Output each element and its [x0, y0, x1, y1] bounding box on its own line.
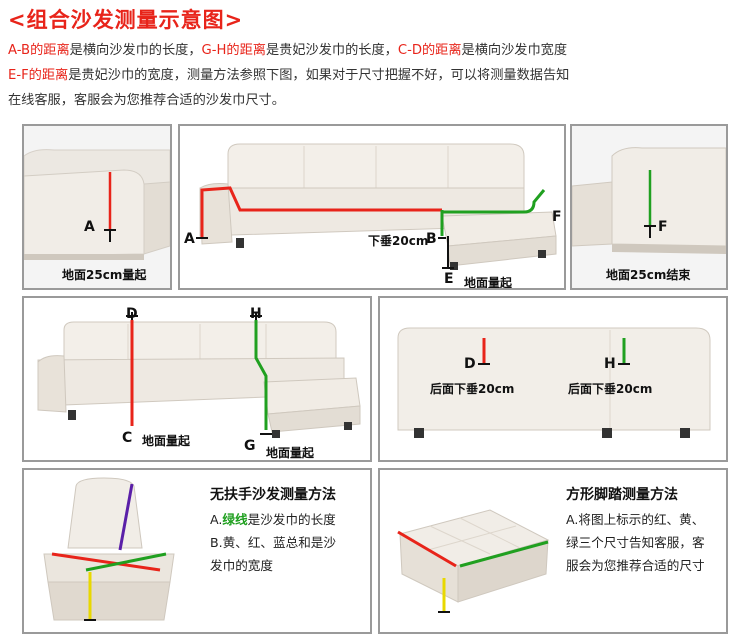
armless-line-1-prefix: A. — [210, 512, 223, 527]
sofa-width-illustration — [37, 312, 361, 438]
ottoman-line-2: 绿三个尺寸告知客服，客 — [566, 535, 705, 550]
intro-ef-desc: 是贵妃沙巾的宽度，测量方法参照下图，如果对于尺寸把握不好，可以将测量数据告知 — [68, 68, 570, 83]
label-h: H — [250, 306, 262, 322]
armless-method-title: 无扶手沙发测量方法 — [210, 487, 336, 503]
sofa-arm-illustration — [24, 126, 170, 288]
ottoman-method-text: A.将图上标示的红、黄、 绿三个尺寸告知客服，客 服会为您推荐合适的尺寸 — [566, 508, 726, 577]
g-floor-caption: 地面量起 — [266, 446, 315, 460]
ottoman-line-3: 服会为您推荐合适的尺寸 — [566, 558, 705, 573]
ottoman-method-title: 方形脚踏测量方法 — [566, 487, 678, 503]
label-b: B — [426, 231, 437, 247]
label-e: E — [444, 271, 454, 287]
armless-chair-illustration — [43, 477, 175, 621]
floor-25cm-caption: 地面25cm量起 — [62, 268, 147, 282]
panel-arm-left: A 地面25cm量起 — [22, 124, 172, 290]
label-f: F — [552, 209, 562, 225]
intro-ef-term: E-F的距离 — [8, 68, 69, 83]
label-f: F — [658, 219, 668, 235]
label-a: A — [184, 231, 195, 247]
intro-gh-term: G-H的距离 — [201, 43, 266, 58]
sofa-back-illustration — [397, 327, 711, 438]
label-c: C — [122, 430, 133, 446]
label-d: D — [126, 306, 138, 322]
armless-method-text: A.绿线是沙发巾的长度 B.黄、红、蓝总和是沙 发巾的宽度 — [210, 508, 370, 577]
armless-line-2: B.黄、红、蓝总和是沙 — [210, 535, 336, 550]
label-d: D — [464, 356, 476, 372]
intro-line-3: 在线客服，客服会为您推荐合适的沙发巾尺寸。 — [8, 93, 285, 108]
intro-line-1: A-B的距离是横向沙发巾的长度，G-H的距离是贵妃沙发巾的长度，C-D的距离是横… — [8, 38, 743, 63]
armless-line-1-rest: 是沙发巾的长度 — [247, 512, 336, 527]
intro-ab-term: A-B的距离 — [8, 43, 70, 58]
panel-sofa-overview: A 下垂20cm B E 地面量起 F — [178, 124, 566, 290]
intro-cd-desc: 是横向沙发巾宽度 — [461, 43, 568, 58]
floor-25cm-end-caption: 地面25cm结束 — [606, 268, 691, 282]
l-sofa-illustration — [196, 143, 557, 270]
page-title: <组合沙发测量示意图> — [8, 8, 244, 32]
panel-chaise-side: F 地面25cm结束 — [570, 124, 728, 290]
intro-cd-term: C-D的距离 — [397, 43, 462, 58]
panel-armless: 无扶手沙发测量方法 A.绿线是沙发巾的长度 B.黄、红、蓝总和是沙 发巾的宽度 — [22, 468, 372, 634]
c-floor-caption: 地面量起 — [142, 434, 191, 448]
back-hang-right: 后面下垂20cm — [568, 382, 653, 396]
label-h: H — [604, 356, 616, 372]
intro-gh-desc: 是贵妃沙发巾的长度， — [265, 43, 398, 58]
label-a: A — [84, 219, 95, 235]
intro-text: A-B的距离是横向沙发巾的长度，G-H的距离是贵妃沙发巾的长度，C-D的距离是横… — [8, 38, 743, 113]
panel-sofa-back: D H 后面下垂20cm 后面下垂20cm — [378, 296, 728, 462]
ottoman-illustration — [397, 509, 550, 613]
armless-line-3: 发巾的宽度 — [210, 558, 273, 573]
label-g: G — [244, 438, 256, 454]
intro-ab-desc: 是横向沙发巾的长度， — [69, 43, 202, 58]
intro-line-2: E-F的距离是贵妃沙巾的宽度，测量方法参照下图，如果对于尺寸把握不好，可以将测量… — [8, 63, 743, 88]
hang-20cm-label: 下垂20cm — [368, 234, 429, 248]
green-line-term: 绿线 — [222, 512, 248, 527]
panel-sofa-width: D H C 地面量起 G 地面量起 — [22, 296, 372, 462]
floor-start-caption: 地面量起 — [464, 276, 513, 290]
chaise-side-illustration — [572, 126, 726, 288]
back-hang-left: 后面下垂20cm — [430, 382, 515, 396]
panel-ottoman: 方形脚踏测量方法 A.将图上标示的红、黄、 绿三个尺寸告知客服，客 服会为您推荐… — [378, 468, 728, 634]
ottoman-line-1: A.将图上标示的红、黄、 — [566, 512, 705, 527]
armless-line-1: A.绿线是沙发巾的长度 — [210, 508, 370, 531]
